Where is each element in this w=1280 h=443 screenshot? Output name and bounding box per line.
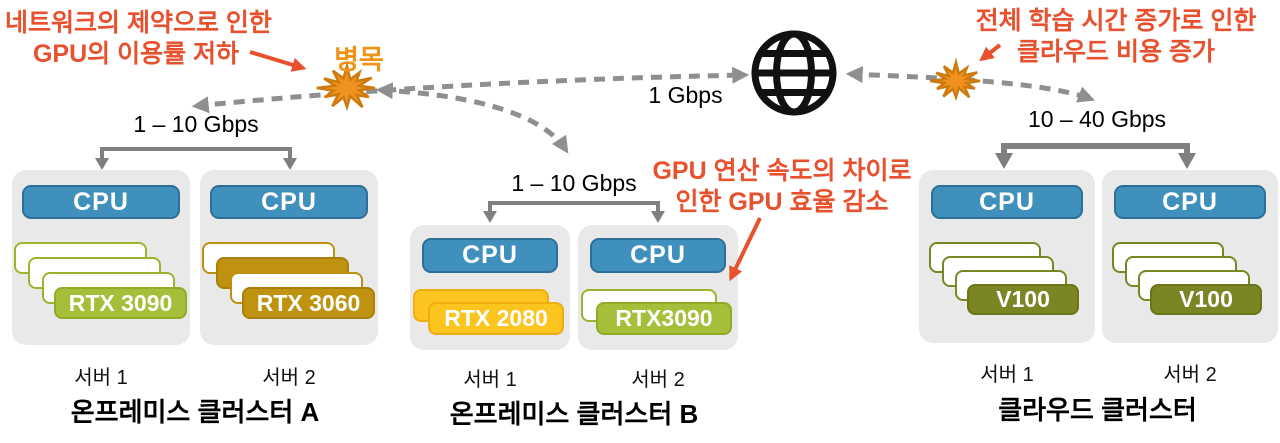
annotation-line: 인한 GPU 효율 감소 [675, 188, 889, 216]
bandwidth-label-cluster-b: 1 – 10 Gbps [511, 170, 637, 196]
wan-link-cloud [845, 66, 1095, 103]
cpu-chip: CPU [422, 238, 558, 273]
cpu-chip: CPU [590, 238, 726, 273]
server-label: 서버 2 [631, 369, 685, 391]
bandwidth-label-cluster-a: 1 – 10 Gbps [133, 111, 259, 137]
cluster-title-cloud: 클라우드 클러스터 [998, 395, 1197, 425]
wan-link-cluster-b [375, 82, 569, 154]
annotation-cloud-cost: 전체 학습 시간 증가로 인한 클라우드 비용 증가 [962, 6, 1270, 68]
bandwidth-bracket-cluster-a [95, 147, 297, 170]
server-label: 서버 2 [1163, 364, 1217, 386]
bottleneck-label: 병목 [334, 45, 384, 75]
cpu-chip: CPU [931, 185, 1083, 219]
server-box: CPU V100 [1102, 170, 1278, 343]
server-label: 서버 1 [980, 364, 1034, 386]
server-box: CPU RTX 2080 [410, 225, 570, 350]
server-box: CPU RTX 3060 [200, 170, 378, 345]
server-box: CPU V100 [919, 170, 1095, 343]
gpu-card-front: V100 [1150, 284, 1262, 315]
cpu-chip: CPU [22, 185, 180, 219]
annotation-line: 전체 학습 시간 증가로 인한 [975, 7, 1257, 35]
bandwidth-bracket-cloud [995, 143, 1196, 169]
annotation-line: 네트워크의 제약으로 인한 [5, 9, 272, 37]
server-box: CPU RTX3090 [578, 225, 738, 350]
gpu-card-front: RTX 3060 [242, 287, 375, 319]
gpu-card-front: V100 [967, 284, 1079, 315]
annotation-line: GPU의 이용률 저하 [32, 40, 240, 68]
gpu-card-front: RTX 3090 [54, 287, 187, 319]
cluster-title-a: 온프레미스 클러스터 A [70, 397, 320, 427]
cpu-chip: CPU [1114, 185, 1266, 219]
server-label: 서버 1 [463, 369, 517, 391]
gpu-card-front: RTX3090 [596, 302, 732, 335]
annotation-line: GPU 연산 속도의 차이로 [652, 157, 912, 185]
annotation-network-constraint: 네트워크의 제약으로 인한 GPU의 이용률 저하 [5, 8, 272, 70]
annotation-gpu-mismatch: GPU 연산 속도의 차이로 인한 GPU 효율 감소 [640, 156, 924, 218]
bandwidth-label-cloud: 10 – 40 Gbps [1027, 106, 1167, 132]
globe-icon [751, 30, 837, 116]
wan-bandwidth-label: 1 Gbps [648, 82, 723, 108]
gpu-card-front: RTX 2080 [428, 302, 564, 335]
cluster-title-b: 온프레미스 클러스터 B [449, 399, 699, 429]
bandwidth-bracket-cluster-b [483, 201, 665, 223]
server-box: CPU RTX 3090 [12, 170, 190, 345]
server-label: 서버 1 [74, 367, 128, 389]
cpu-chip: CPU [210, 185, 368, 219]
annotation-line: 클라우드 비용 증가 [1017, 38, 1215, 66]
server-label: 서버 2 [262, 367, 316, 389]
